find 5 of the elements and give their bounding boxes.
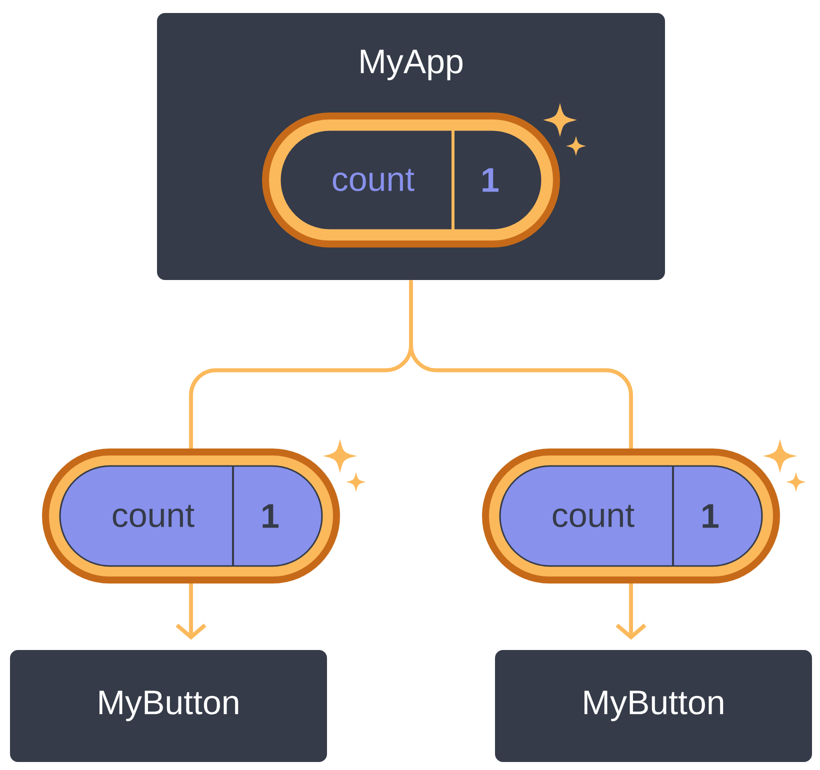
state-pill: count 1 — [482, 448, 780, 584]
state-pill: count 1 — [42, 448, 340, 584]
state-pill: count 1 — [262, 112, 560, 248]
component-box: MyButton — [495, 650, 812, 762]
component-box: MyButton — [10, 650, 327, 762]
